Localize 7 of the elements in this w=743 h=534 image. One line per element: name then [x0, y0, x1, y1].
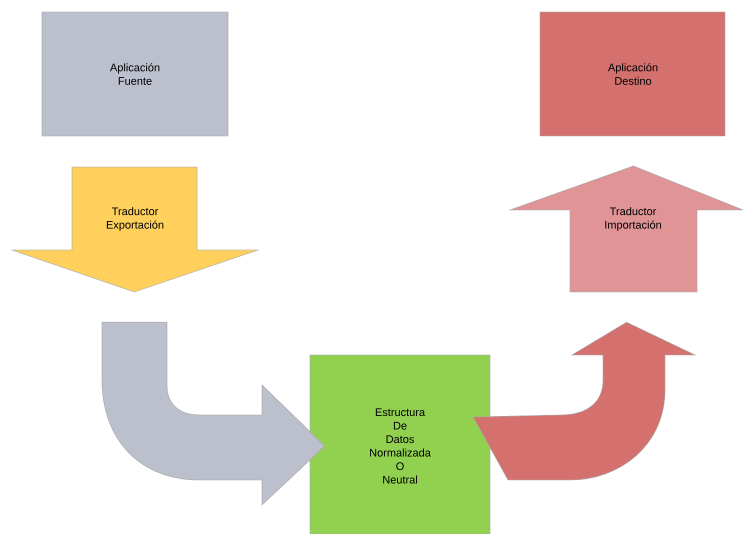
- process-box: Aplicación Fuente: [42, 12, 228, 136]
- up-arrow-box: Traductor Importación: [508, 166, 743, 292]
- bent-arrow: [102, 322, 326, 506]
- process-box: Estructura De Datos Normalizada O Neutral: [310, 354, 490, 534]
- down-arrow-box: Traductor Exportación: [10, 166, 260, 292]
- bent-arrow: [472, 322, 696, 480]
- process-box: Aplicación Destino: [540, 12, 726, 136]
